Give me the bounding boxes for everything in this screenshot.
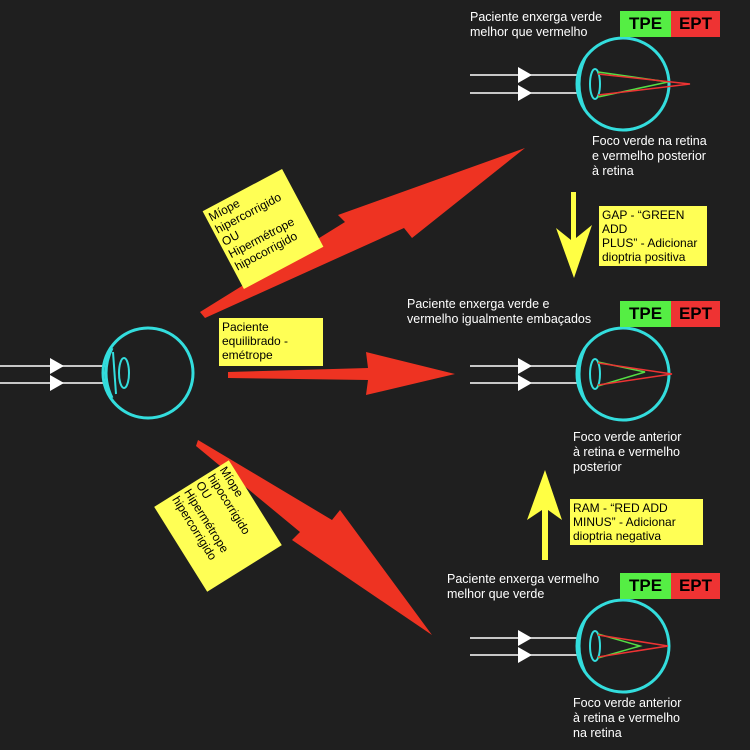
bottom-badge-red: EPT <box>671 573 720 599</box>
gap-note: GAP - “GREEN ADD PLUS” - Adicionar diopt… <box>599 206 707 266</box>
ram-note: RAM - “RED ADD MINUS” - Adicionar dioptr… <box>570 499 703 545</box>
main-eye <box>0 326 195 420</box>
arrow-down-gap <box>556 192 592 278</box>
middle-caption: Paciente enxerga verde e vermelho igualm… <box>407 297 592 326</box>
middle-focus-text: Foco verde anterior à retina e vermelho … <box>573 430 682 474</box>
arrow-upper <box>200 148 525 318</box>
middle-badge-green: TPE <box>620 301 671 327</box>
top-badge-green: TPE <box>620 11 671 37</box>
eye-middle <box>470 326 673 422</box>
bottom-caption: Paciente enxerga vermelho melhor que ver… <box>447 572 600 601</box>
top-badge: TPE EPT <box>620 11 720 37</box>
middle-badge-red: EPT <box>671 301 720 327</box>
arrow-up-ram <box>527 470 562 560</box>
middle-badge: TPE EPT <box>620 301 720 327</box>
arrow-middle <box>228 352 455 395</box>
top-focus-text: Foco verde na retina e vermelho posterio… <box>592 134 707 178</box>
arrow-lower <box>196 440 432 635</box>
top-caption: Paciente enxerga verde melhor que vermel… <box>470 10 603 39</box>
top-badge-red: EPT <box>671 11 720 37</box>
bottom-badge-green: TPE <box>620 573 671 599</box>
bottom-badge: TPE EPT <box>620 573 720 599</box>
bottom-focus-text: Foco verde anterior à retina e vermelho … <box>573 696 682 740</box>
eye-top <box>470 36 691 132</box>
eye-bottom <box>470 598 671 694</box>
middle-arrow-label: Paciente equilibrado - emétrope <box>219 318 323 366</box>
